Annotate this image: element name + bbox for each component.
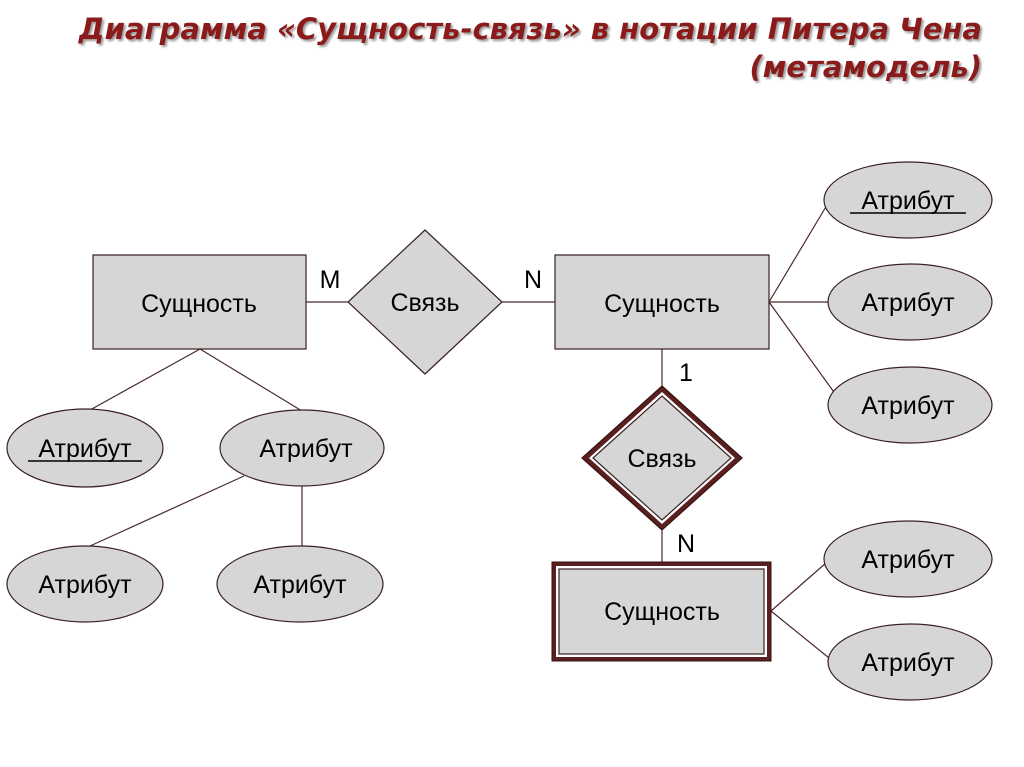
attribute-right-mid-label: Атрибут [861,289,955,317]
cardinality-n-top: N [524,266,542,294]
relation-top-label: Связь [390,289,459,317]
cardinality-1: 1 [679,359,693,387]
attribute-weak-top: Атрибут [823,520,993,598]
entity-weak: Сущность [551,561,772,662]
attribute-weak-top-label: Атрибут [861,546,955,574]
title-line-2: (метамодель) [749,50,982,84]
edge-attr-mid-attr-bl [89,475,245,547]
attribute-left-bottom-left-label: Атрибут [38,571,132,599]
connectors [89,189,837,663]
attribute-left-bottom-right-label: Атрибут [253,571,347,599]
edge-left-entity-attr-key [89,348,201,411]
attribute-left-bottom-right: Атрибут [216,545,384,623]
edge-right-entity-attr-low [768,301,837,396]
attribute-right-low-label: Атрибут [861,392,955,420]
entity-right-label: Сущность [604,290,720,318]
entity-weak-label: Сущность [604,598,720,626]
attribute-key-right: Атрибут [823,161,993,239]
attribute-weak-bottom: Атрибут [827,623,993,701]
edge-left-entity-attr-mid [199,348,303,412]
attribute-left-bottom-left: Атрибут [6,545,164,623]
edge-weak-entity-attr-top [770,555,835,612]
attribute-left-mid-label: Атрибут [259,435,353,463]
attribute-right-low: Атрибут [827,366,993,444]
cardinality-m: M [320,266,341,294]
attribute-right-mid: Атрибут [827,263,993,341]
page-title: Диаграмма «Сущность-связь» в нотации Пит… [22,10,982,86]
cardinality-n-bottom: N [677,530,695,558]
attribute-key-left: Атрибут [6,408,164,488]
attribute-key-left-label: Атрибут [38,435,132,463]
entity-right: Сущность [554,254,770,350]
attribute-weak-bottom-label: Атрибут [861,649,955,677]
attribute-left-mid: Атрибут [219,409,385,487]
attribute-key-right-label: Атрибут [861,187,955,215]
edge-weak-entity-attr-bottom [770,610,835,663]
entity-left: Сущность [92,254,307,350]
relation-top: Связь [347,229,503,375]
edge-right-entity-attr-key [768,189,837,303]
relation-weak-label: Связь [627,445,696,473]
entity-left-label: Сущность [141,290,257,318]
relation-weak: Связь [581,385,743,531]
title-line-1: Диаграмма «Сущность-связь» в нотации Пит… [78,12,982,46]
